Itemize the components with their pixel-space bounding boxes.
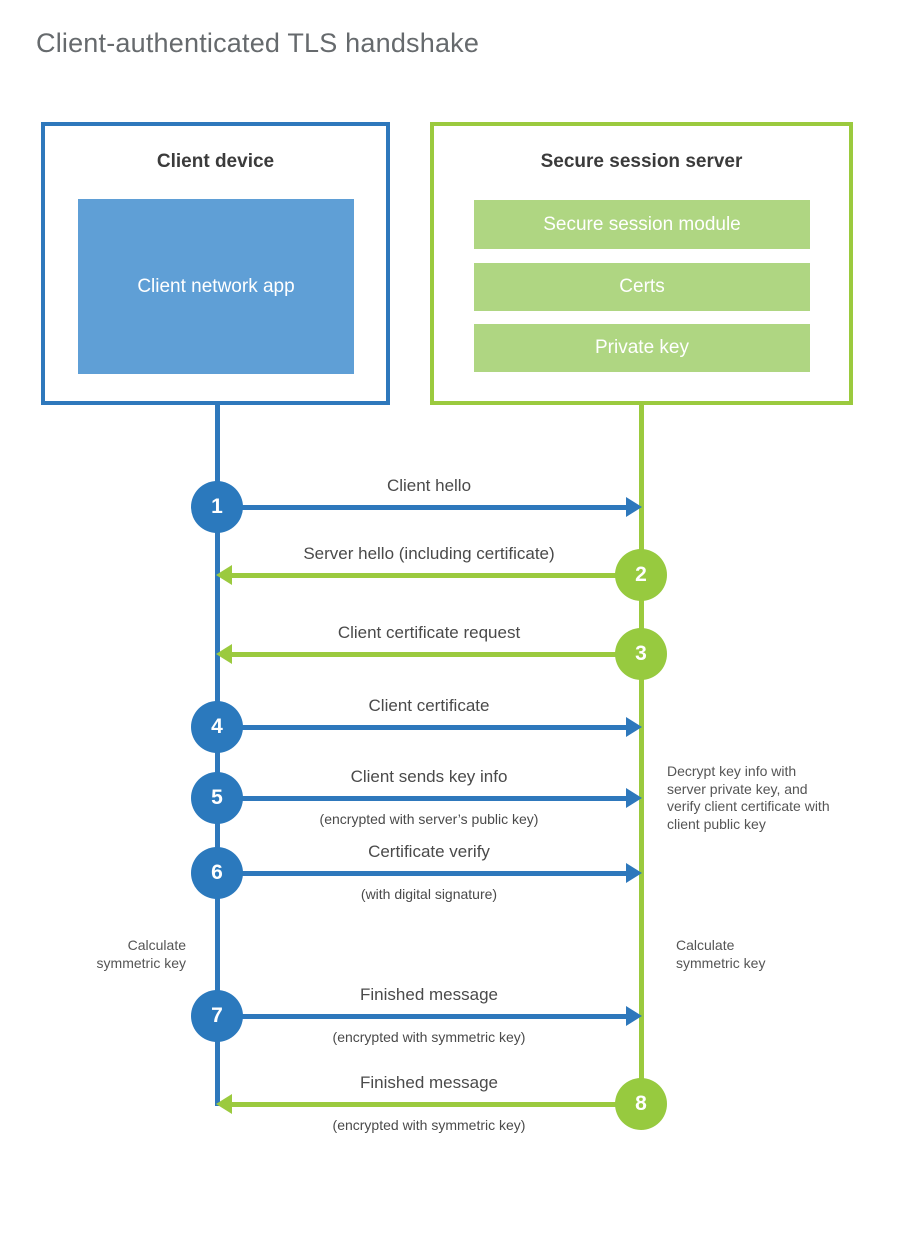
client-device-title: Client device <box>156 151 275 172</box>
message-label: Certificate verify <box>368 842 490 861</box>
step-number-badge: 8 <box>615 1078 667 1130</box>
message-sublabel: (encrypted with symmetric key) <box>332 1117 526 1133</box>
step-number-badge: 5 <box>191 772 243 824</box>
server-module-secure-session: Secure session module <box>474 200 810 249</box>
client-lifeline <box>215 405 220 1106</box>
step-number-badge: 1 <box>191 481 243 533</box>
arrow-line <box>217 1014 626 1019</box>
message-label: Finished message <box>360 985 498 1004</box>
arrow-right-icon <box>626 863 642 883</box>
secure-session-server-box: Secure session server Secure session mod… <box>430 122 853 405</box>
message-sublabel: (encrypted with symmetric key) <box>332 1029 526 1045</box>
arrow-right-icon <box>626 497 642 517</box>
step-number: 7 <box>211 1004 223 1027</box>
step-number-badge: 6 <box>191 847 243 899</box>
step-number-badge: 7 <box>191 990 243 1042</box>
arrow-line <box>217 505 626 510</box>
server-module-label: Secure session module <box>543 213 741 235</box>
client-device-box: Client device Client network app <box>41 122 390 405</box>
arrow-line <box>217 796 626 801</box>
step-number: 5 <box>211 786 223 809</box>
server-module-label: Private key <box>595 337 689 358</box>
arrow-left-icon <box>216 644 232 664</box>
message-label: Client certificate request <box>337 623 521 642</box>
arrow-right-icon <box>626 717 642 737</box>
step-number: 2 <box>635 563 647 586</box>
server-lifeline <box>639 405 644 1105</box>
message-label: Client sends key info <box>350 767 508 786</box>
step-number: 3 <box>635 642 647 665</box>
arrow-line <box>217 871 626 876</box>
message-sublabel: (encrypted with server’s public key) <box>319 811 539 827</box>
server-module-label: Certs <box>619 276 665 297</box>
page-title: Client-authenticated TLS handshake <box>36 28 480 58</box>
client-network-app-label: Client network app <box>137 275 295 297</box>
step-number-badge: 2 <box>615 549 667 601</box>
message-label: Server hello (including certificate) <box>303 544 555 563</box>
arrow-right-icon <box>626 788 642 808</box>
message-label: Client hello <box>386 476 472 495</box>
message-label: Client certificate <box>368 696 490 715</box>
step-number-badge: 3 <box>615 628 667 680</box>
server-calculate-symmetric-key-note: Calculate symmetric key <box>676 937 766 971</box>
arrow-left-icon <box>216 565 232 585</box>
arrow-line <box>217 725 626 730</box>
message-label: Finished message <box>360 1073 498 1092</box>
step-number-badge: 4 <box>191 701 243 753</box>
server-module-certs: Certs <box>474 263 810 311</box>
step-number: 4 <box>211 715 223 738</box>
step-number: 1 <box>211 495 223 518</box>
client-network-app-block: Client network app <box>78 199 354 374</box>
arrow-line <box>232 1102 641 1107</box>
arrow-right-icon <box>626 1006 642 1026</box>
client-calculate-symmetric-key-note: Calculate symmetric key <box>96 937 186 971</box>
server-module-private-key: Private key <box>474 324 810 372</box>
step-number: 8 <box>635 1092 647 1115</box>
arrow-line <box>232 652 641 657</box>
step-number: 6 <box>211 861 223 884</box>
secure-session-server-title: Secure session server <box>540 151 743 172</box>
arrow-line <box>232 573 641 578</box>
server-decrypt-note: Decrypt key info with server private key… <box>667 763 830 832</box>
message-sublabel: (with digital signature) <box>360 886 498 902</box>
arrow-left-icon <box>216 1094 232 1114</box>
